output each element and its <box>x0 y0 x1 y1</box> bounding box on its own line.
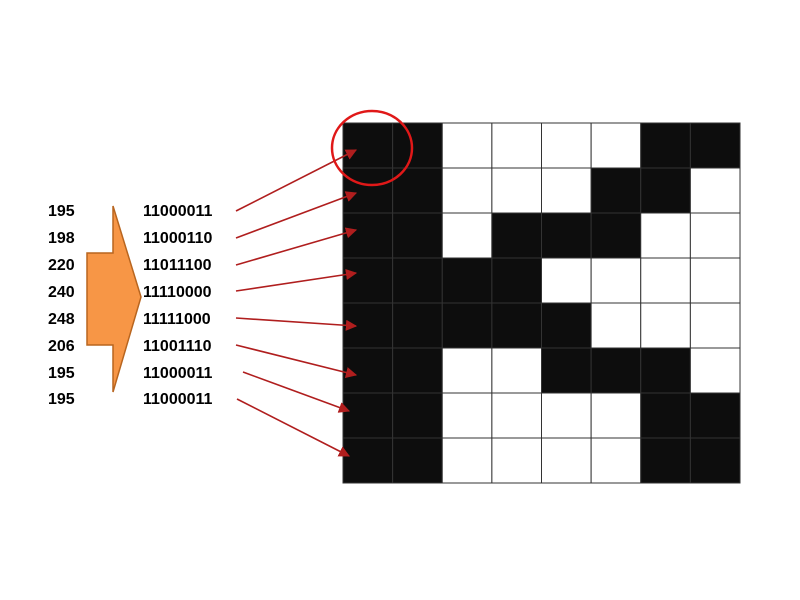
pixel-cell-off <box>590 302 642 349</box>
pixel-cell-on <box>342 167 394 214</box>
decimal-value: 220 <box>48 257 75 274</box>
pixel-cell-off <box>541 257 592 304</box>
binary-value: 11001110 <box>143 338 212 355</box>
pixel-cell-on <box>640 392 691 439</box>
pixel-cell-on <box>541 347 592 394</box>
pixel-cell-on <box>590 167 642 214</box>
pixel-cell-on <box>392 392 443 439</box>
decimal-value: 206 <box>48 338 75 355</box>
connector-arrow <box>235 344 358 378</box>
pixel-cell-off <box>441 212 493 259</box>
pixel-cell-off <box>491 392 543 439</box>
pixel-cell-off <box>689 212 741 259</box>
decimal-column: 195 198 220 240 248 206 195 195 <box>48 203 75 408</box>
pixel-cell-on <box>640 437 691 484</box>
decimal-value: 198 <box>48 230 75 247</box>
pixel-cell-on <box>491 212 543 259</box>
pixel-cell-off <box>590 257 642 304</box>
connector-arrow <box>242 371 351 413</box>
pixel-cell-off <box>441 347 493 394</box>
pixel-cell-off <box>640 302 691 349</box>
pixel-cell-on <box>689 437 741 484</box>
pixel-cell-off <box>541 392 592 439</box>
binary-value: 11000011 <box>143 365 213 382</box>
pixel-cell-on <box>491 302 543 349</box>
connector-arrow <box>235 268 358 292</box>
pixel-cell-off <box>441 167 493 214</box>
binary-value: 11111000 <box>143 311 211 328</box>
pixel-cell-on <box>342 212 394 259</box>
pixel-cell-off <box>689 302 741 349</box>
pixel-cell-off <box>689 257 741 304</box>
pixel-cell-off <box>491 122 543 169</box>
pixel-cell-on <box>342 437 394 484</box>
binary-value: 11000011 <box>143 203 213 220</box>
decimal-value: 195 <box>48 203 75 220</box>
pixel-cell-on <box>392 212 443 259</box>
pixel-cell-on <box>491 257 543 304</box>
binary-value: 11011100 <box>143 257 212 274</box>
pixel-cell-on <box>441 257 493 304</box>
pixel-cell-on <box>590 347 642 394</box>
pixel-cell-off <box>491 347 543 394</box>
pixel-cell-on <box>640 347 691 394</box>
pixel-cell-on <box>392 167 443 214</box>
binary-value: 11110000 <box>143 284 212 301</box>
binary-value: 11000011 <box>143 391 213 408</box>
pixel-cell-off <box>441 392 493 439</box>
pixel-cell-on <box>392 302 443 349</box>
pixel-cell-on <box>342 257 394 304</box>
connector-arrow <box>235 317 358 331</box>
pixel-cell-on <box>640 122 691 169</box>
pixel-cell-on <box>640 167 691 214</box>
pixel-grid <box>342 122 741 484</box>
pixel-cell-on <box>342 347 394 394</box>
decimal-value: 195 <box>48 391 75 408</box>
connector-arrow <box>235 149 357 212</box>
pixel-cell-off <box>491 437 543 484</box>
pixel-cell-on <box>590 212 642 259</box>
pixel-cell-off <box>541 122 592 169</box>
pixel-cell-on <box>541 302 592 349</box>
pixel-cell-on <box>541 212 592 259</box>
pixel-cell-on <box>689 392 741 439</box>
block-arrow-right <box>86 205 142 393</box>
binary-column: 11000011 11000110 11011100 11110000 1111… <box>143 203 213 408</box>
pixel-cell-on <box>392 437 443 484</box>
pixel-cell-off <box>541 437 592 484</box>
pixel-cell-off <box>590 437 642 484</box>
pixel-cell-on <box>392 257 443 304</box>
highlight-circle <box>330 109 414 187</box>
pixel-cell-off <box>689 167 741 214</box>
connector-arrow <box>235 191 358 239</box>
decimal-value: 195 <box>48 365 75 382</box>
pixel-cell-on <box>689 122 741 169</box>
pixel-cell-off <box>640 212 691 259</box>
pixel-cell-on <box>441 302 493 349</box>
pixel-cell-off <box>689 347 741 394</box>
connector-arrow <box>235 227 358 266</box>
pixel-cell-on <box>342 122 394 169</box>
binary-value: 11000110 <box>143 230 213 247</box>
pixel-cell-off <box>491 167 543 214</box>
decimal-value: 248 <box>48 311 75 328</box>
pixel-cell-off <box>590 122 642 169</box>
pixel-cell-on <box>392 347 443 394</box>
pixel-cell-on <box>392 122 443 169</box>
pixel-cell-on <box>342 392 394 439</box>
connector-arrow <box>236 398 350 457</box>
connector-arrows <box>235 149 358 457</box>
pixel-cell-off <box>541 167 592 214</box>
decimal-value: 240 <box>48 284 75 301</box>
pixel-cell-off <box>640 257 691 304</box>
pixel-cell-off <box>590 392 642 439</box>
pixel-cell-off <box>441 122 493 169</box>
pixel-cell-off <box>441 437 493 484</box>
